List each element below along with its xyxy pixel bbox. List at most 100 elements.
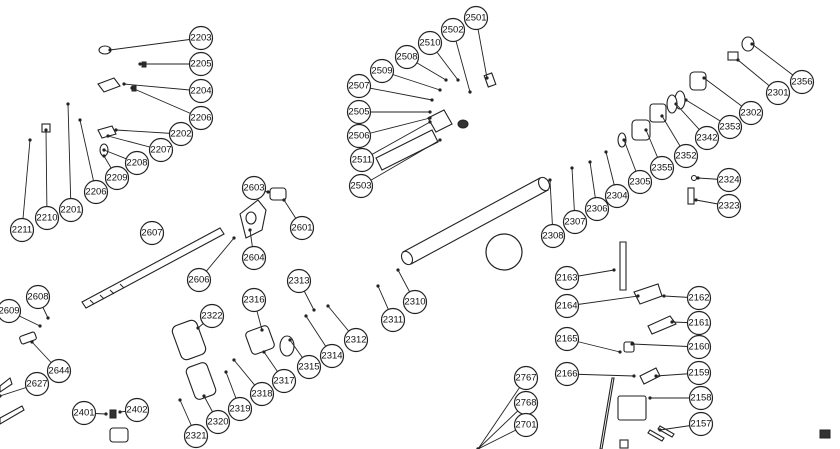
leader-dot bbox=[44, 128, 48, 132]
callout-label: 2311 bbox=[383, 315, 403, 326]
leader-dot bbox=[312, 308, 316, 312]
piston-part bbox=[239, 187, 287, 239]
leader-line bbox=[360, 139, 441, 187]
callout-label: 2402 bbox=[126, 405, 147, 416]
leader-dot bbox=[202, 394, 206, 398]
leader-dot bbox=[750, 42, 754, 46]
callout-label: 2308 bbox=[542, 231, 563, 242]
leader-dot bbox=[130, 86, 134, 90]
callout-2162: 2162 bbox=[686, 285, 712, 311]
callout-2165: 2165 bbox=[554, 326, 580, 352]
callout-label: 2319 bbox=[229, 404, 250, 415]
callout-2201: 2201 bbox=[58, 197, 84, 223]
callout-2302: 2302 bbox=[738, 100, 764, 126]
leader-dot bbox=[654, 374, 658, 378]
leader-dot bbox=[282, 198, 286, 202]
callout-label: 2627 bbox=[26, 379, 47, 390]
callout-label: 2306 bbox=[586, 204, 607, 215]
callout-label: 2505 bbox=[348, 107, 369, 118]
callout-label: 2160 bbox=[688, 342, 709, 353]
leader-dot bbox=[702, 76, 706, 80]
leader-dot bbox=[248, 228, 252, 232]
callout-2505: 2505 bbox=[346, 99, 372, 125]
leader-dot bbox=[102, 154, 106, 158]
leader-dot bbox=[670, 320, 674, 324]
callout-label: 2352 bbox=[675, 151, 696, 162]
callout-2356: 2356 bbox=[789, 69, 815, 95]
callout-2604: 2604 bbox=[241, 245, 267, 271]
callout-bubbles: 2501250225102508250925072505250625112503… bbox=[0, 5, 815, 449]
leader-dot bbox=[396, 268, 400, 272]
callout-label: 2323 bbox=[718, 201, 739, 212]
callout-2308: 2308 bbox=[540, 223, 566, 249]
leader-dot bbox=[428, 120, 432, 124]
callout-2163: 2163 bbox=[554, 265, 580, 291]
leader-dot bbox=[66, 102, 70, 106]
leader-dot bbox=[736, 58, 740, 62]
callout-label: 2320 bbox=[207, 417, 228, 428]
leader-dot bbox=[430, 98, 434, 102]
callout-2768: 2768 bbox=[513, 390, 539, 416]
callout-2511: 2511 bbox=[349, 147, 375, 173]
leader-dot bbox=[636, 294, 640, 298]
callout-label: 2165 bbox=[556, 334, 577, 345]
leader-dot bbox=[630, 342, 634, 346]
callout-label: 2601 bbox=[291, 223, 312, 234]
leader-dot bbox=[232, 236, 236, 240]
callout-label: 2401 bbox=[73, 408, 94, 419]
callout-label: 2302 bbox=[740, 108, 761, 119]
leader-line bbox=[358, 85, 433, 101]
callout-label: 2506 bbox=[348, 131, 369, 142]
leader-dot bbox=[28, 138, 32, 142]
callout-2311: 2311 bbox=[380, 307, 406, 333]
callout-label: 2312 bbox=[345, 335, 366, 346]
callout-label: 2503 bbox=[350, 181, 371, 192]
lower-left-parts bbox=[0, 319, 295, 443]
leader-dot bbox=[660, 114, 664, 118]
leader-dot bbox=[326, 304, 330, 308]
callout-label: 2164 bbox=[556, 301, 577, 312]
callout-2210: 2210 bbox=[34, 205, 60, 231]
leader-dot bbox=[648, 396, 652, 400]
leader-dot bbox=[376, 284, 380, 288]
callout-2401: 2401 bbox=[71, 400, 97, 426]
callout-label: 2202 bbox=[170, 129, 191, 140]
callout-label: 2768 bbox=[515, 398, 536, 409]
callout-label: 2608 bbox=[27, 292, 48, 303]
leader-dot bbox=[622, 138, 626, 142]
leader-dot bbox=[468, 90, 472, 94]
leader-dot bbox=[618, 350, 622, 354]
callout-2342: 2342 bbox=[694, 125, 720, 151]
callout-label: 2342 bbox=[696, 133, 717, 144]
rod-part bbox=[81, 227, 225, 309]
leader-line bbox=[67, 103, 72, 211]
leader-dot bbox=[604, 150, 608, 154]
callout-label: 2161 bbox=[688, 318, 709, 329]
callout-2509: 2509 bbox=[369, 58, 395, 84]
callout-2506: 2506 bbox=[346, 123, 372, 149]
callout-label: 2501 bbox=[465, 13, 486, 24]
callout-2402: 2402 bbox=[124, 397, 150, 423]
leader-dot bbox=[0, 394, 2, 398]
leader-dot bbox=[260, 328, 264, 332]
leader-dot bbox=[485, 76, 489, 80]
callout-2603: 2603 bbox=[241, 175, 267, 201]
callout-label: 2767 bbox=[515, 373, 536, 384]
callout-2202: 2202 bbox=[168, 121, 194, 147]
leader-dot bbox=[46, 316, 50, 320]
callout-2353: 2353 bbox=[717, 114, 743, 140]
callout-2313: 2313 bbox=[286, 268, 312, 294]
leader-dot bbox=[674, 102, 678, 106]
callout-2309: 2309 bbox=[485, 233, 523, 271]
callout-label: 2205 bbox=[190, 59, 211, 70]
callout-2321: 2321 bbox=[183, 423, 209, 449]
callout-label: 2305 bbox=[629, 177, 650, 188]
callout-label: 2158 bbox=[690, 393, 711, 404]
leader-dot bbox=[30, 340, 34, 344]
leader-dot bbox=[224, 370, 228, 374]
callout-label: 2304 bbox=[606, 191, 627, 202]
callout-2205: 2205 bbox=[188, 51, 214, 77]
callout-label: 2318 bbox=[251, 389, 272, 400]
leader-dot bbox=[438, 138, 442, 142]
leader-dot bbox=[632, 374, 636, 378]
